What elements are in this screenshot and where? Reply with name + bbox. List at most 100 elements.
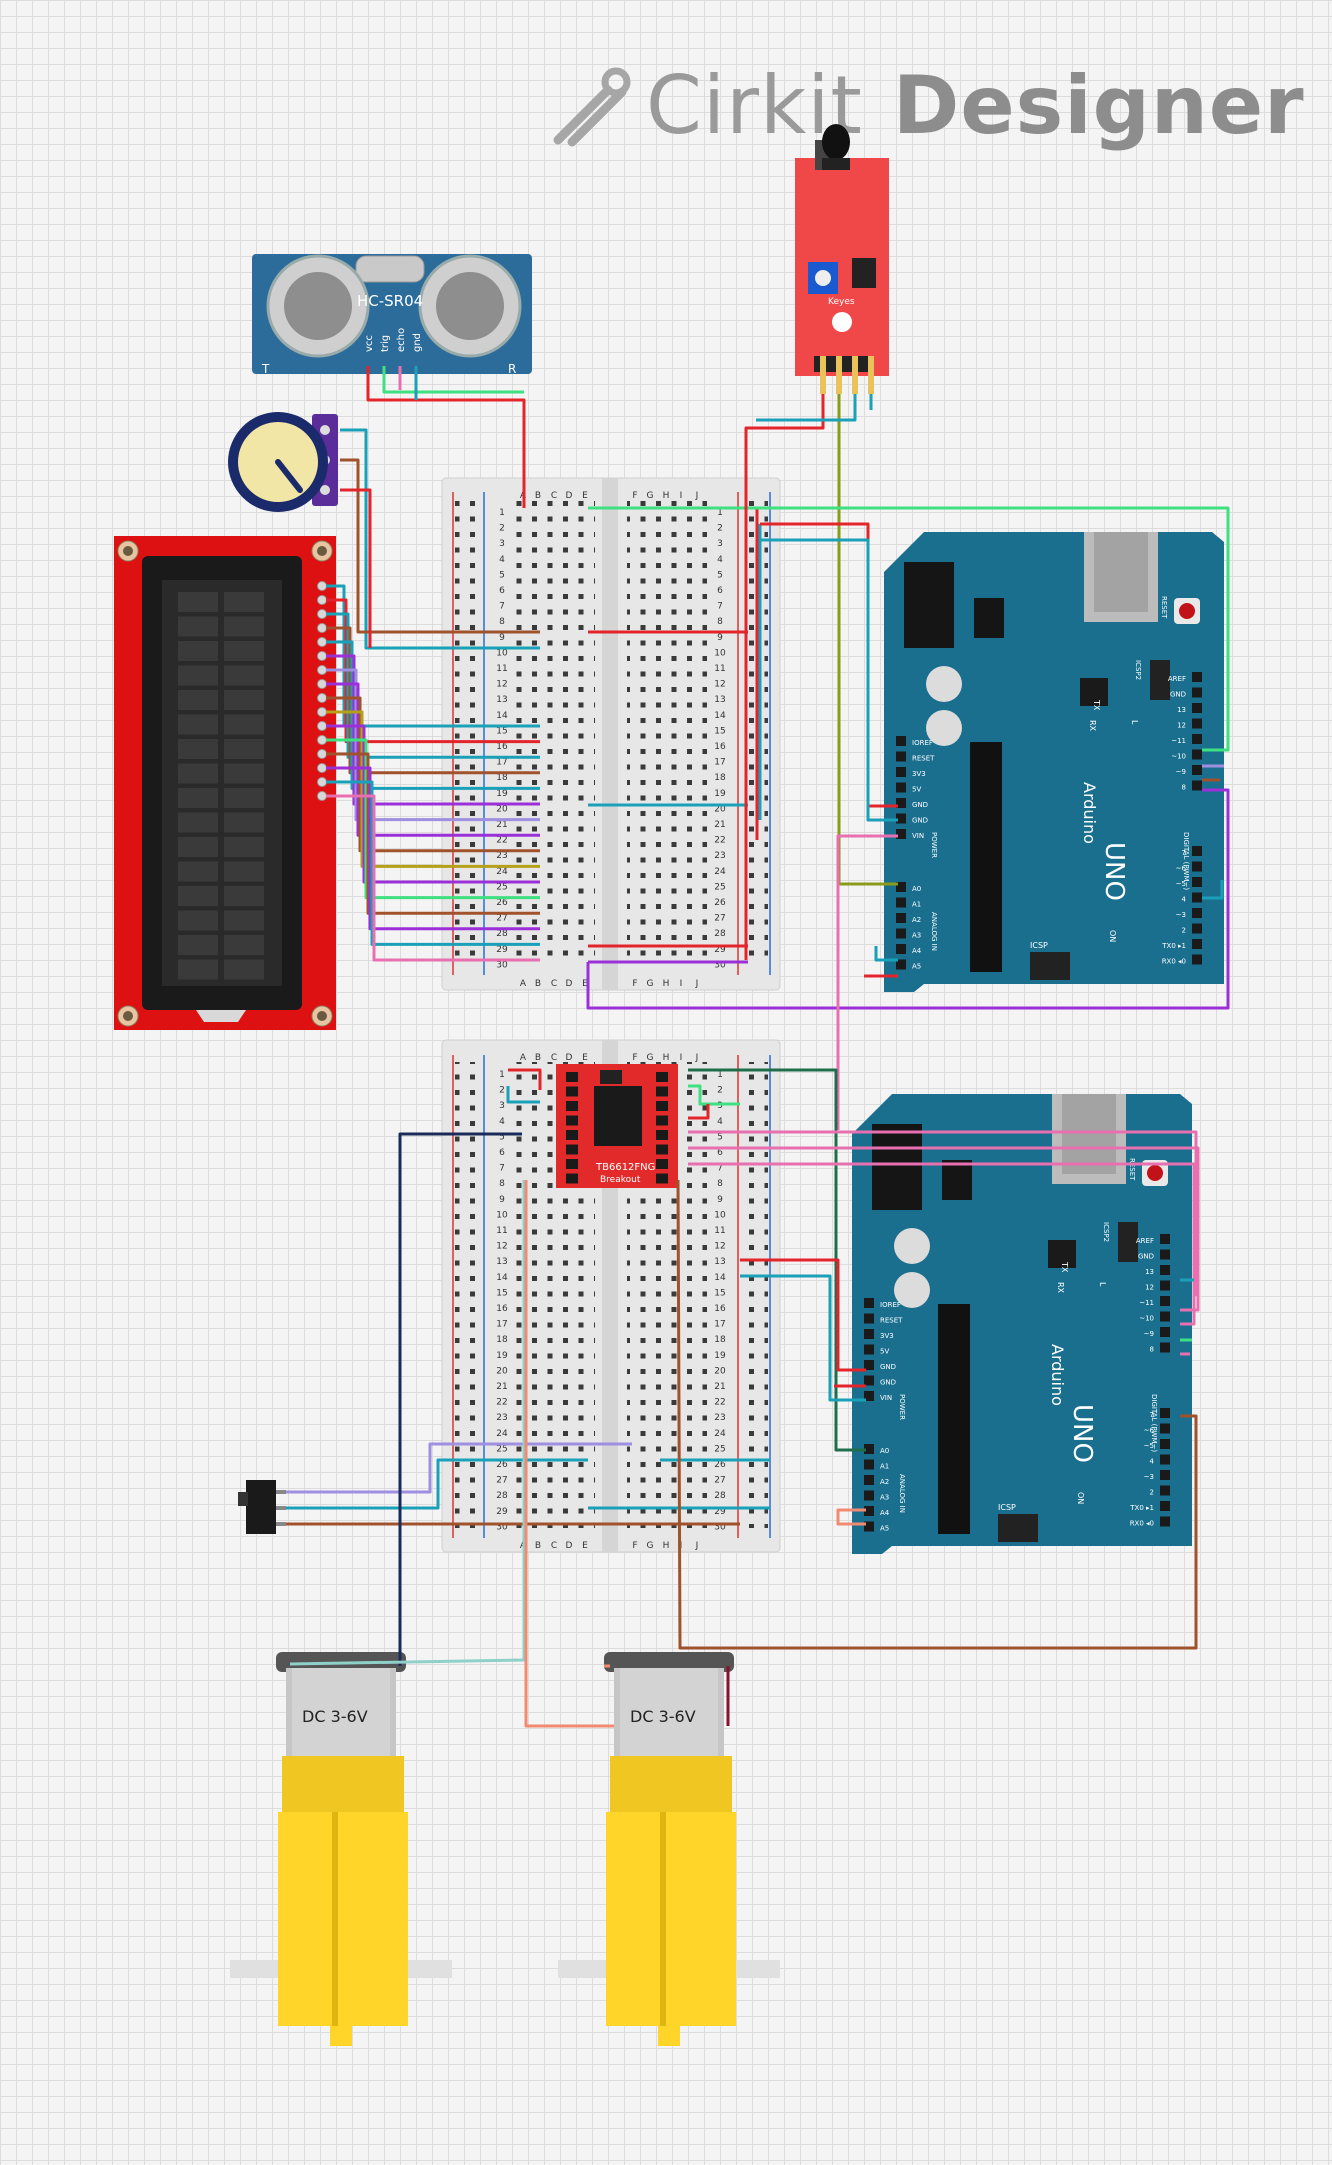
digital-pin — [1192, 749, 1202, 760]
row-number: 16 — [714, 742, 726, 752]
row-number: 29 — [714, 1507, 726, 1517]
row-number: 29 — [496, 945, 508, 955]
row-number: 28 — [496, 1491, 508, 1501]
lcd-character-cell — [178, 959, 218, 980]
reset-label: RESET — [1128, 1158, 1136, 1181]
digital-pin-label: ~3 — [1144, 1473, 1154, 1481]
motor-right-label: DC 3-6V — [630, 1707, 696, 1726]
analog-pin — [896, 944, 906, 954]
dc-motor-right[interactable]: DC 3-6V — [558, 1652, 780, 2046]
column-letter: D — [566, 1053, 573, 1063]
digital-pin-label: 4 — [1150, 1458, 1155, 1466]
power-pin — [864, 1298, 874, 1308]
lcd-display — [114, 536, 336, 1030]
lcd-pin — [317, 623, 327, 633]
analog-label: ANALOG IN — [898, 1474, 906, 1513]
slide-switch[interactable] — [238, 1480, 286, 1534]
row-number: 13 — [714, 695, 725, 705]
wire-lcd-pin — [326, 696, 540, 853]
row-number: 27 — [496, 914, 507, 924]
row-number: 7 — [717, 602, 723, 612]
row-number: 25 — [714, 882, 725, 892]
row-number: 13 — [714, 1257, 725, 1267]
digital-pin — [1192, 846, 1202, 856]
digital-pin — [1192, 939, 1202, 949]
power-pin — [864, 1375, 874, 1386]
driver-label: TB6612FNG — [595, 1162, 655, 1173]
pin-echo-label: echo — [396, 328, 407, 352]
analog-pin — [896, 897, 906, 908]
driver-pin — [566, 1072, 578, 1082]
wire-lcd-pin — [326, 738, 540, 900]
row-number: 9 — [499, 633, 505, 643]
row-number: 19 — [714, 1351, 726, 1361]
lcd-character-cell — [178, 763, 218, 784]
arduino-brand-label: Arduino — [1048, 1344, 1067, 1406]
driver-pin — [566, 1130, 578, 1140]
digital-pin — [1160, 1327, 1170, 1337]
lcd-character-cell — [178, 641, 218, 661]
analog-pin-label: A5 — [912, 963, 921, 971]
digital-pin — [1192, 718, 1202, 729]
power-pin — [864, 1329, 874, 1339]
digital-pin — [1192, 780, 1202, 791]
power-pin — [896, 736, 906, 746]
column-letter: H — [663, 1053, 670, 1063]
ultrasonic-sensor[interactable]: HC-SR04 T R vcc trig echo gnd — [252, 254, 532, 376]
motor-driver-board[interactable]: TB6612FNG Breakout — [556, 1064, 678, 1188]
wire-gnd — [760, 538, 898, 822]
digital-pin-label: ~10 — [1171, 753, 1186, 761]
column-letter: E — [582, 1053, 588, 1063]
digital-pin — [1192, 877, 1202, 887]
row-number: 21 — [496, 1382, 507, 1392]
wire-5v — [760, 522, 898, 808]
digital-pin-label: 4 — [1182, 896, 1187, 904]
wire-driver-pwm — [688, 1146, 1200, 1312]
ir-sensor-module[interactable]: Keyes — [795, 124, 889, 394]
digital-pin — [1160, 1408, 1170, 1418]
wire-us-trig — [382, 366, 524, 394]
row-number: 25 — [496, 1444, 507, 1454]
potentiometer[interactable] — [228, 412, 338, 512]
lcd-character-cell — [178, 592, 218, 612]
column-letter: F — [632, 1053, 637, 1063]
row-number: 22 — [714, 836, 725, 846]
row-number: 23 — [714, 851, 725, 861]
digital-pin-label: GND — [1138, 1253, 1154, 1261]
l-label: L — [1098, 1282, 1107, 1287]
digital-pin-label: ~3 — [1176, 911, 1186, 919]
lcd-character-cell — [224, 861, 264, 882]
dc-motor-left[interactable]: DC 3-6V — [230, 1652, 452, 2046]
digital-pin — [1160, 1280, 1170, 1291]
wire-lcd-pin — [326, 766, 540, 931]
row-number: 12 — [496, 1242, 507, 1252]
digital-pin — [1160, 1485, 1170, 1496]
row-number: 30 — [714, 960, 726, 970]
tx-label: TX — [1092, 699, 1101, 711]
analog-pin — [864, 1490, 874, 1501]
row-number: 8 — [499, 1179, 505, 1189]
lcd-character-cell — [224, 935, 264, 955]
row-number: 18 — [714, 773, 726, 783]
row-number: 16 — [714, 1304, 726, 1314]
wire-lcd-pin — [326, 612, 540, 759]
driver-pin — [656, 1173, 668, 1184]
digital-pin-label: RX0 ◂0 — [1162, 958, 1186, 966]
row-number: 5 — [499, 570, 505, 580]
lcd-character-cell — [224, 690, 264, 710]
wire-lcd-pin — [326, 668, 540, 822]
digital-pin-label: 13 — [1177, 706, 1186, 714]
analog-pin-label: A0 — [880, 1447, 889, 1455]
row-number: 22 — [496, 1398, 507, 1408]
column-letter: B — [535, 1541, 541, 1551]
column-letter: H — [663, 979, 670, 989]
digital-pin-label: 7 — [1182, 849, 1186, 857]
row-number: 24 — [496, 867, 508, 877]
row-number: 15 — [714, 726, 725, 736]
lcd-pin — [317, 721, 327, 731]
row-number: 2 — [499, 524, 505, 534]
row-number: 21 — [714, 820, 725, 830]
row-number: 12 — [496, 680, 507, 690]
